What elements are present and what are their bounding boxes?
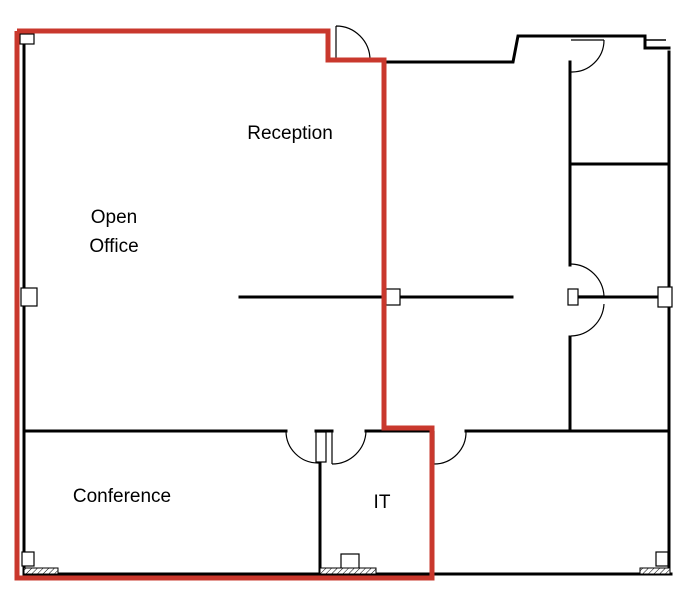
highlight-outline [14,28,435,581]
label-open-office-line1: Open [91,207,137,228]
label-open-office-line2: Office [89,236,138,257]
label-it: IT [374,492,391,513]
label-reception: Reception [247,123,333,144]
door-swings [285,25,605,465]
label-conference: Conference [73,486,171,507]
